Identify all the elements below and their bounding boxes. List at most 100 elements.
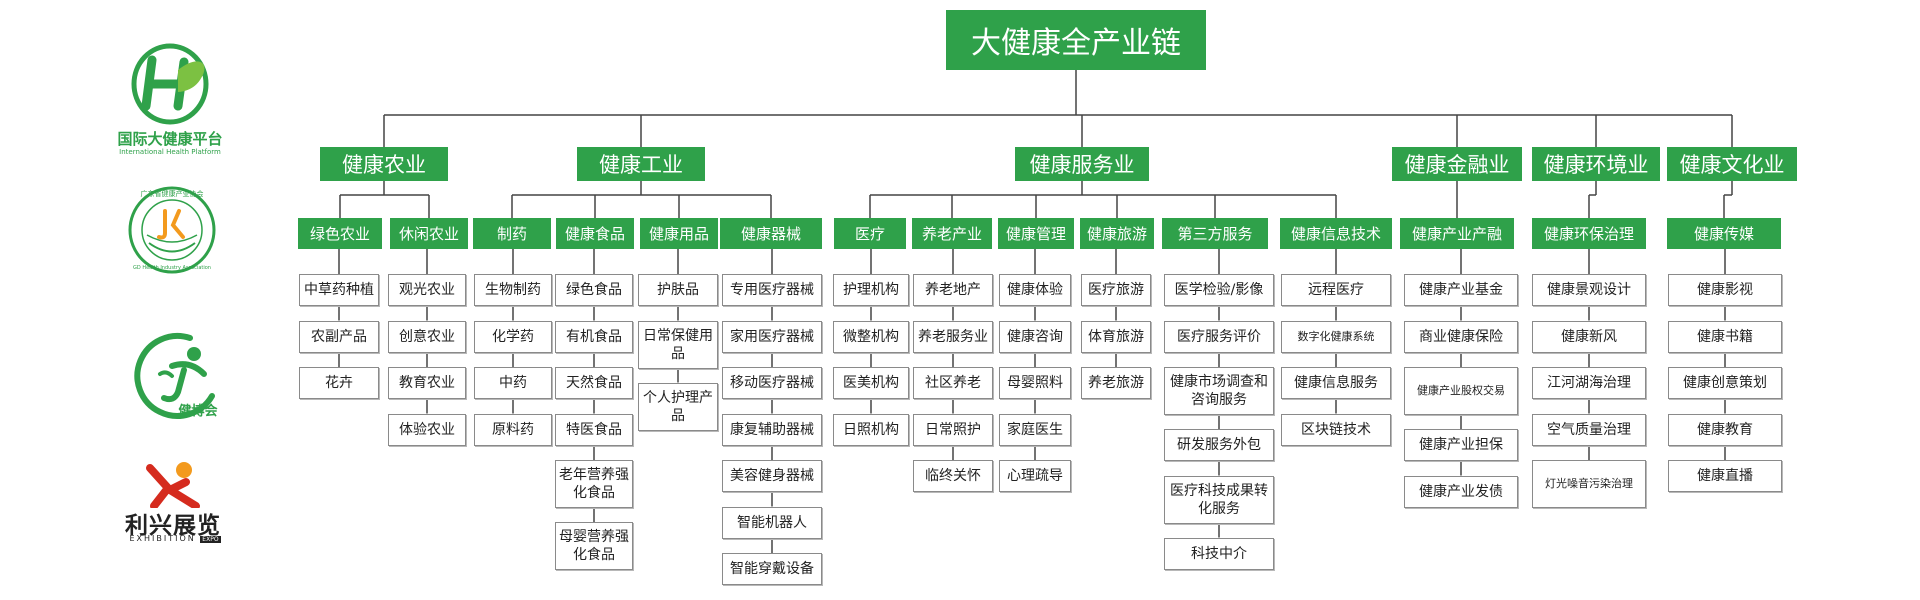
- association-logo-name: 广东省健康产业协会: [140, 190, 204, 198]
- industry-node: 健康工业: [577, 147, 705, 181]
- item-node: 微整机构: [833, 320, 909, 353]
- item-node: 天然食品: [555, 367, 633, 399]
- subcategory-node: 健康信息技术: [1280, 218, 1392, 249]
- item-node: 中药: [474, 367, 552, 399]
- industry-node: 健康服务业: [1015, 147, 1149, 181]
- item-node: 灯光噪音污染治理: [1532, 460, 1646, 508]
- subcategory-node: 健康旅游: [1080, 218, 1154, 249]
- ihp-logo: 国际大健康平台 International Health Platform: [100, 40, 240, 160]
- item-node: 日照机构: [833, 413, 909, 446]
- item-node: 商业健康保险: [1404, 320, 1518, 353]
- lixing-logo-icon: [146, 462, 200, 510]
- subcategory-node: 健康器械: [720, 218, 822, 249]
- jianbohui-logo: 健博会: [120, 330, 230, 430]
- item-node: 医美机构: [833, 367, 909, 399]
- subcategory-node: 绿色农业: [298, 218, 382, 249]
- item-node: 养老旅游: [1081, 367, 1151, 399]
- item-node: 健康书籍: [1668, 320, 1782, 353]
- item-node: 母婴照料: [999, 367, 1071, 399]
- subcategory-node: 休闲农业: [390, 218, 468, 249]
- item-node: 化学药: [474, 320, 552, 353]
- item-node: 家庭医生: [999, 413, 1071, 446]
- item-node: 科技中介: [1164, 537, 1274, 570]
- item-node: 健康创意策划: [1668, 367, 1782, 399]
- item-node: 医学检验/影像: [1164, 274, 1274, 306]
- root-node: 大健康全产业链: [946, 10, 1206, 70]
- item-node: 健康产业担保: [1404, 429, 1518, 461]
- subcategory-node: 健康管理: [998, 218, 1074, 249]
- subcategory-node: 健康用品: [640, 218, 718, 249]
- item-node: 健康直播: [1668, 460, 1782, 492]
- item-node: 体验农业: [388, 413, 466, 446]
- association-logo-sub: GD Health Industry Association: [133, 265, 211, 271]
- item-node: 康复辅助器械: [722, 413, 822, 446]
- item-node: 健康咨询: [999, 320, 1071, 353]
- jianbohui-logo-icon: [134, 333, 215, 419]
- item-node: 移动医疗器械: [722, 367, 822, 399]
- item-node: 医疗服务评价: [1164, 320, 1274, 353]
- item-node: 江河湖海治理: [1532, 367, 1646, 399]
- subcategory-node: 健康食品: [556, 218, 634, 249]
- association-logo-icon: [128, 186, 216, 274]
- item-node: 健康新风: [1532, 320, 1646, 353]
- item-node: 研发服务外包: [1164, 429, 1274, 461]
- item-node: 有机食品: [555, 320, 633, 353]
- item-node: 教育农业: [388, 367, 466, 399]
- association-logo: 广东省健康产业协会 GD Health Industry Association: [117, 185, 227, 275]
- item-node: 医疗旅游: [1081, 274, 1151, 306]
- item-node: 中草药种植: [299, 274, 379, 306]
- item-node: 农副产品: [299, 320, 379, 353]
- item-node: 观光农业: [388, 274, 466, 306]
- item-node: 母婴营养强化食品: [555, 522, 633, 570]
- lixing-logo-subline: EXHIBITION EXPO: [112, 534, 238, 543]
- lixing-logo-sub: EXHIBITION: [129, 534, 196, 543]
- item-node: 家用医疗器械: [722, 320, 822, 353]
- item-node: 临终关怀: [913, 460, 993, 492]
- item-node: 健康体验: [999, 274, 1071, 306]
- item-node: 远程医疗: [1281, 274, 1391, 306]
- item-node: 原料药: [474, 413, 552, 446]
- item-node: 区块链技术: [1281, 413, 1391, 446]
- item-node: 社区养老: [913, 367, 993, 399]
- subcategory-node: 养老产业: [912, 218, 992, 249]
- subcategory-node: 制药: [473, 218, 551, 249]
- item-node: 健康市场调查和咨询服务: [1164, 367, 1274, 415]
- item-node: 护肤品: [638, 274, 718, 306]
- subcategory-node: 健康产业产融: [1400, 218, 1514, 249]
- lixing-logo-name: 利兴展览: [125, 513, 221, 539]
- item-node: 医疗科技成果转化服务: [1164, 475, 1274, 524]
- item-node: 健康影视: [1668, 274, 1782, 306]
- item-node: 美容健身器械: [722, 460, 822, 492]
- industry-node: 健康环境业: [1532, 147, 1660, 181]
- item-node: 健康产业发债: [1404, 475, 1518, 508]
- item-node: 体育旅游: [1081, 320, 1151, 353]
- item-node: 数字化健康系统: [1281, 320, 1391, 353]
- lixing-logo: 利兴展览 EXHIBITION EXPO: [108, 460, 238, 550]
- item-node: 健康景观设计: [1532, 274, 1646, 306]
- item-node: 护理机构: [833, 274, 909, 306]
- subcategory-node: 第三方服务: [1162, 218, 1268, 249]
- ihp-logo-name: 国际大健康平台: [117, 130, 223, 148]
- item-node: 花卉: [299, 367, 379, 399]
- item-node: 空气质量治理: [1532, 413, 1646, 446]
- industry-node: 健康农业: [320, 147, 448, 181]
- item-node: 养老服务业: [913, 320, 993, 353]
- industry-node: 健康金融业: [1392, 147, 1522, 181]
- item-node: 健康教育: [1668, 413, 1782, 446]
- ihp-logo-icon: [131, 43, 209, 125]
- item-node: 日常照护: [913, 413, 993, 446]
- lixing-logo-badge: EXPO: [200, 536, 221, 543]
- subcategory-node: 健康传媒: [1667, 218, 1781, 249]
- item-node: 日常保健用品: [638, 320, 718, 369]
- industry-node: 健康文化业: [1667, 147, 1797, 181]
- subcategory-node: 健康环保治理: [1532, 218, 1646, 249]
- item-node: 绿色食品: [555, 274, 633, 306]
- item-node: 专用医疗器械: [722, 274, 822, 306]
- item-node: 老年营养强化食品: [555, 460, 633, 508]
- item-node: 生物制药: [474, 274, 552, 306]
- item-node: 个人护理产品: [638, 382, 718, 431]
- item-node: 特医食品: [555, 413, 633, 446]
- item-node: 创意农业: [388, 320, 466, 353]
